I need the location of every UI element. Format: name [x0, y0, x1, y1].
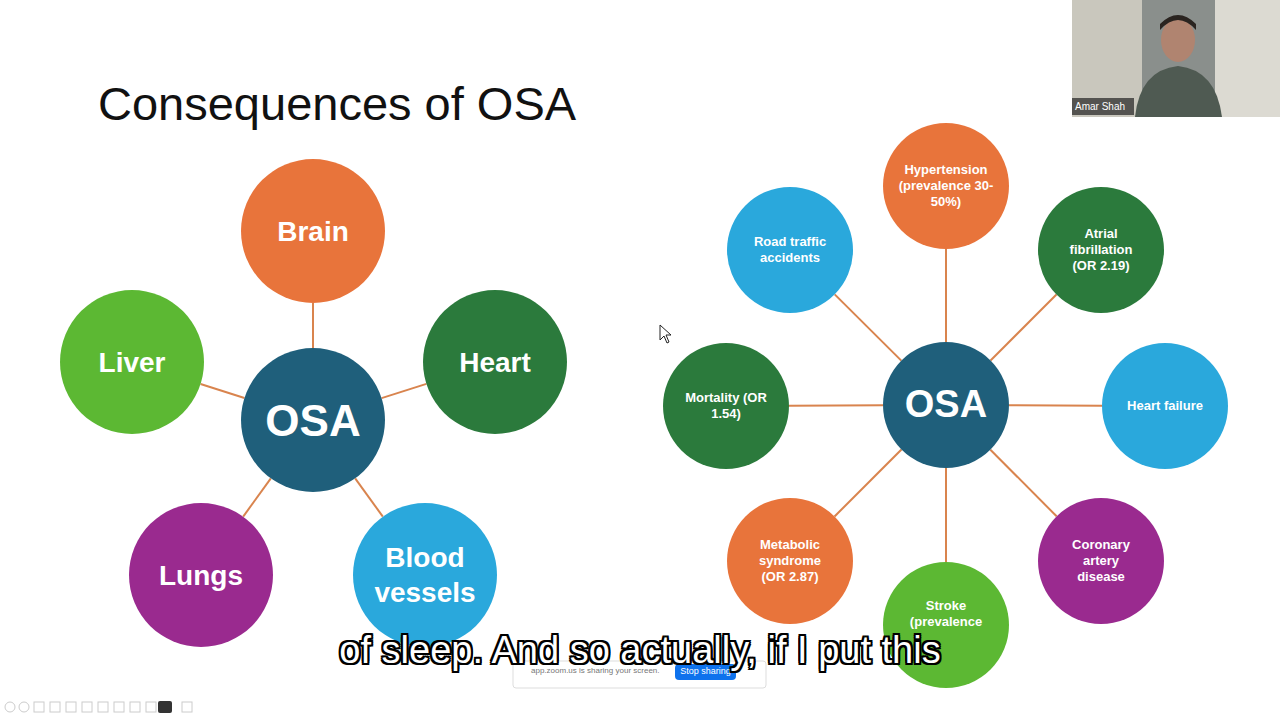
node-text: Heart: [459, 345, 531, 380]
connector-line: [201, 384, 245, 398]
webcam-head: [1161, 18, 1195, 62]
center-circle: OSA: [883, 342, 1009, 468]
consequence-circle: Atrial fibrillation (OR 2.19): [1038, 187, 1164, 313]
consequence-circle: Hypertension (prevalence 30-50%): [883, 123, 1009, 249]
node-text: Lungs: [159, 558, 243, 593]
node-text: Brain: [277, 214, 349, 249]
consequence-circle: Lungs: [129, 503, 273, 647]
consequence-circle: Blood vessels: [353, 503, 497, 647]
node-text: OSA: [265, 393, 360, 448]
webcam-hair: [1160, 15, 1196, 30]
subtitle-caption: of sleep. And so actually, if I put this: [339, 629, 940, 672]
consequence-circle: Brain: [241, 159, 385, 303]
webcam-frame: [1072, 0, 1280, 117]
node-text: Heart failure: [1127, 398, 1203, 414]
connector-line: [945, 249, 947, 342]
mouse-cursor: [660, 325, 671, 343]
consequence-circle: Mortality (OR 1.54): [663, 343, 789, 469]
node-text: Blood vessels: [370, 540, 480, 610]
connector-line: [382, 384, 427, 398]
consequence-circle: Metabolic syndrome (OR 2.87): [727, 498, 853, 624]
node-text: Stroke (prevalence: [904, 598, 988, 631]
center-circle: OSA: [241, 348, 385, 492]
webcam-wall: [1215, 0, 1280, 117]
connector-line: [945, 468, 947, 562]
participant-name: Amar Shah: [1075, 101, 1125, 112]
consequence-circle: Heart failure: [1102, 343, 1228, 469]
node-text: Atrial fibrillation (OR 2.19): [1059, 226, 1143, 275]
connector-line: [243, 478, 271, 516]
slide-title: Consequences of OSA: [98, 76, 576, 131]
connector-line: [991, 295, 1057, 361]
node-text: Coronary artery disease: [1066, 537, 1136, 586]
connector-line: [1009, 404, 1102, 406]
webcam-body: [1135, 66, 1222, 117]
connector-line: [312, 303, 314, 348]
connector-line: [990, 450, 1056, 517]
node-text: Mortality (OR 1.54): [684, 390, 768, 423]
node-text: Liver: [99, 345, 166, 380]
connector-line: [835, 450, 902, 517]
webcam-wall: [1072, 0, 1142, 117]
node-text: Metabolic syndrome (OR 2.87): [748, 537, 832, 586]
connector-line: [355, 478, 383, 516]
node-text: Road traffic accidents: [748, 234, 832, 267]
node-text: Hypertension (prevalence 30-50%): [896, 162, 996, 211]
connector-line: [789, 404, 883, 406]
toolbar-icons: [5, 702, 192, 712]
node-text: OSA: [905, 381, 987, 429]
webcam-name-plate: [1072, 98, 1134, 115]
consequence-circle: Heart: [423, 290, 567, 434]
toolbar-icon-active: [158, 701, 172, 713]
connector-line: [835, 294, 902, 360]
consequence-circle: Road traffic accidents: [727, 187, 853, 313]
consequence-circle: Liver: [60, 290, 204, 434]
consequence-circle: Coronary artery disease: [1038, 498, 1164, 624]
